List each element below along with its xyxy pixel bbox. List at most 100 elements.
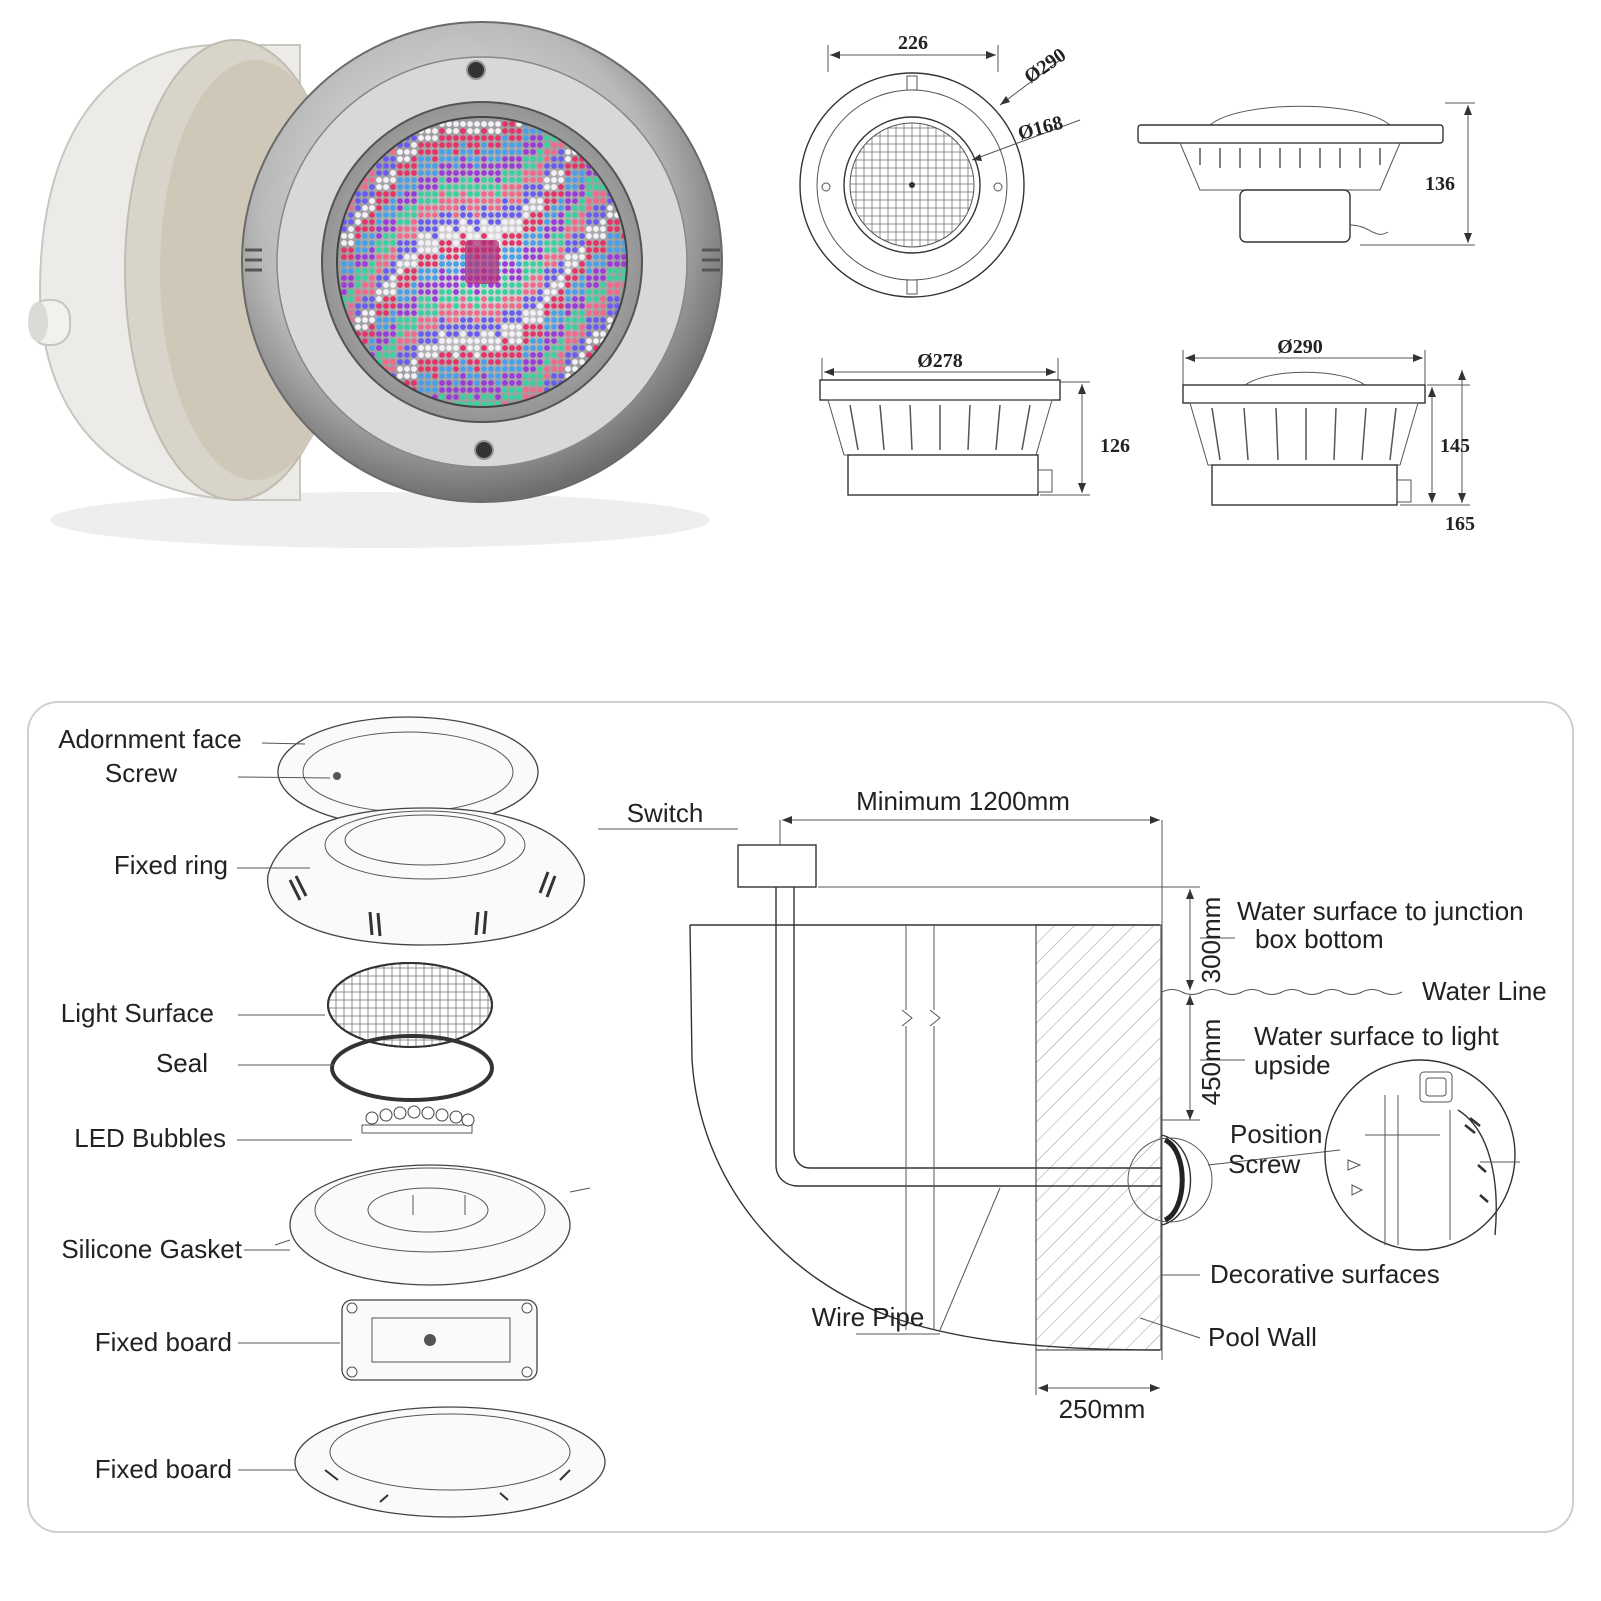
- led-dot: [362, 282, 368, 288]
- led-dot: [362, 198, 368, 204]
- led-dot: [502, 233, 508, 239]
- led-dot: [474, 163, 480, 169]
- led-dot: [390, 254, 396, 260]
- led-dot: [348, 303, 354, 309]
- led-dot: [439, 212, 445, 218]
- led-dot: [369, 184, 375, 190]
- led-dot: [572, 254, 578, 260]
- led-dot: [537, 296, 543, 302]
- led-dot: [467, 163, 473, 169]
- led-dot: [432, 380, 438, 386]
- led-dot: [467, 226, 473, 232]
- led-dot: [530, 135, 536, 141]
- led-dot: [502, 352, 508, 358]
- led-dot: [432, 324, 438, 330]
- rgb-led-array: [341, 121, 627, 407]
- led-dot: [551, 240, 557, 246]
- led-dot: [439, 282, 445, 288]
- led-dot: [411, 247, 417, 253]
- led-dot: [397, 163, 403, 169]
- led-dot: [355, 212, 361, 218]
- led-dot: [432, 233, 438, 239]
- led-dot: [446, 184, 452, 190]
- led-dot: [523, 233, 529, 239]
- led-dot: [439, 296, 445, 302]
- led-dot: [544, 135, 550, 141]
- led-dot: [544, 345, 550, 351]
- led-dot: [418, 352, 424, 358]
- led-dot: [341, 240, 347, 246]
- led-dot: [432, 142, 438, 148]
- led-dot: [586, 247, 592, 253]
- led-dot: [432, 149, 438, 155]
- led-dot: [390, 261, 396, 267]
- led-dot: [348, 310, 354, 316]
- led-dot: [530, 268, 536, 274]
- led-dot: [404, 177, 410, 183]
- led-dot: [523, 289, 529, 295]
- led-dot: [418, 310, 424, 316]
- led-dot: [439, 373, 445, 379]
- led-dot: [418, 191, 424, 197]
- led-dot: [481, 142, 487, 148]
- installation-diagram: Switch Minimum 1200mm 300mm Water surfac…: [598, 786, 1547, 1424]
- led-dot: [593, 226, 599, 232]
- led-dot: [579, 268, 585, 274]
- led-dot: [579, 352, 585, 358]
- led-dot: [488, 387, 494, 393]
- led-dot: [523, 177, 529, 183]
- led-dot: [418, 345, 424, 351]
- led-dot: [474, 198, 480, 204]
- led-dot: [418, 331, 424, 337]
- led-dot: [565, 205, 571, 211]
- led-dot: [516, 198, 522, 204]
- led-dot: [369, 233, 375, 239]
- led-dot: [446, 352, 452, 358]
- led-dot: [579, 317, 585, 323]
- led-dot: [411, 282, 417, 288]
- led-dot: [474, 135, 480, 141]
- led-dot: [572, 184, 578, 190]
- led-dot: [390, 240, 396, 246]
- led-dot: [362, 254, 368, 260]
- led-dot: [383, 324, 389, 330]
- led-dot: [467, 303, 473, 309]
- led-dot: [586, 212, 592, 218]
- led-dot: [495, 177, 501, 183]
- led-dot: [383, 261, 389, 267]
- led-dot: [600, 324, 606, 330]
- led-dot: [453, 219, 459, 225]
- led-dot: [516, 282, 522, 288]
- led-dot: [446, 177, 452, 183]
- led-dot: [530, 170, 536, 176]
- led-dot: [509, 296, 515, 302]
- led-dot: [495, 296, 501, 302]
- led-dot: [383, 289, 389, 295]
- led-dot: [537, 212, 543, 218]
- led-dot: [453, 170, 459, 176]
- led-dot: [481, 219, 487, 225]
- led-dot: [537, 373, 543, 379]
- led-dot: [537, 275, 543, 281]
- led-dot: [502, 226, 508, 232]
- led-dot: [467, 121, 473, 127]
- led-dot: [495, 352, 501, 358]
- led-dot: [348, 289, 354, 295]
- led-dot: [453, 282, 459, 288]
- led-dot: [488, 289, 494, 295]
- led-dot: [397, 324, 403, 330]
- led-dot: [600, 240, 606, 246]
- led-dot: [369, 170, 375, 176]
- led-dot: [383, 212, 389, 218]
- led-dot: [502, 387, 508, 393]
- led-dot: [607, 275, 613, 281]
- led-dot: [551, 233, 557, 239]
- led-dot: [453, 142, 459, 148]
- led-dot: [404, 352, 410, 358]
- led-dot: [516, 373, 522, 379]
- led-dot: [509, 121, 515, 127]
- led-dot: [460, 359, 466, 365]
- led-dot: [376, 212, 382, 218]
- led-dot: [593, 240, 599, 246]
- led-dot: [474, 380, 480, 386]
